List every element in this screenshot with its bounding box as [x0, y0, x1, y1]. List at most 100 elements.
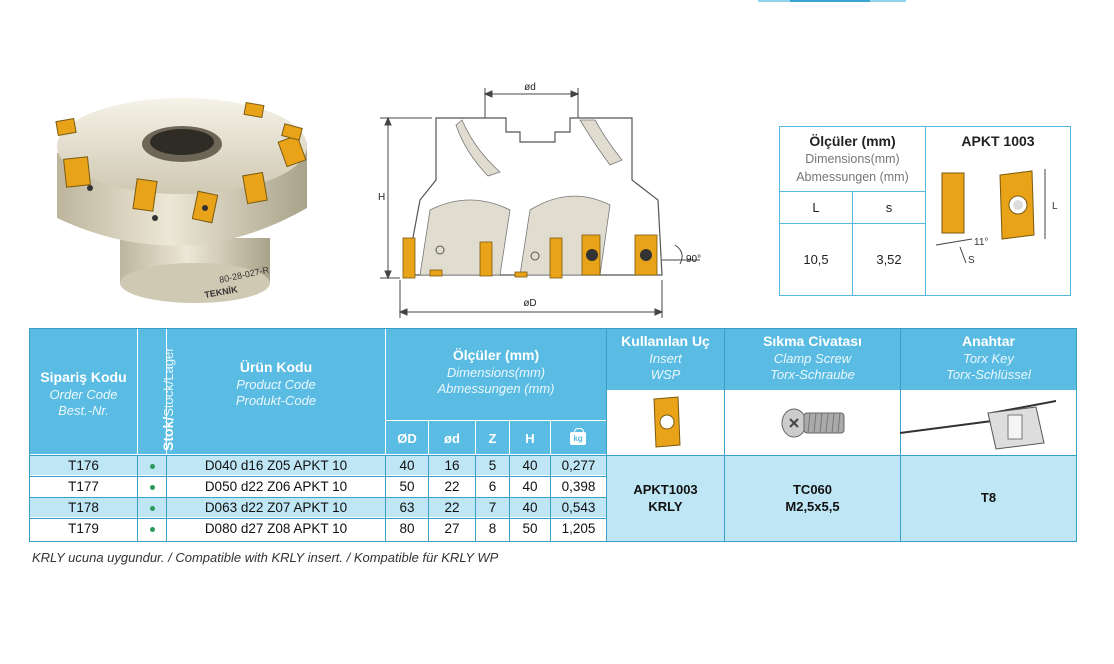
- cell-H: 40: [522, 479, 538, 494]
- key-value: T8: [980, 490, 997, 505]
- cell-H: 50: [522, 521, 538, 536]
- cell-code: T178: [68, 500, 99, 515]
- screw-en: Clamp Screw: [773, 350, 852, 366]
- key-en: Torx Key: [963, 350, 1014, 366]
- col-od-small: ød: [444, 431, 460, 446]
- insert-drawing: 11° S L: [935, 169, 1058, 266]
- dimensions-label: Ölçüler (mm): [452, 347, 540, 363]
- cell-D: 50: [399, 479, 415, 494]
- cell-product: D040 d16 Z05 APKT 10: [204, 458, 348, 473]
- in-stock-dot-icon: [150, 485, 155, 490]
- milling-cutter-photo: 80-28-027-R TEKNİK: [55, 98, 307, 303]
- insert-en: Insert: [649, 350, 682, 366]
- stock-indicator: [138, 498, 166, 517]
- screw-value-cell: TC060 M2,5x5,5: [725, 456, 900, 541]
- insert-value-2: KRLY: [648, 499, 683, 514]
- cell-d: 16: [444, 458, 460, 473]
- insert-image: [653, 396, 681, 448]
- table-row: T179 D080 d27 Z08 APKT 10 80 27 8 50 1,205: [30, 519, 606, 538]
- cell-D: 63: [399, 500, 415, 515]
- cell-code: T179: [68, 521, 99, 536]
- stock-indicator: [138, 456, 166, 475]
- product-code-label: Ürün Kodu: [239, 359, 313, 375]
- dim-h: H: [378, 192, 385, 203]
- clamp-screw-image: [781, 408, 845, 438]
- key-label: Anahtar: [962, 333, 1015, 349]
- header-dimensions: Ölçüler (mm) Dimensions(mm) Abmessungen …: [386, 347, 606, 397]
- table-row: T176 D040 d16 Z05 APKT 10 40 16 5 40 0,277: [30, 456, 606, 475]
- order-code-de: Best.-Nr.: [58, 402, 109, 418]
- cell-D: 40: [399, 458, 415, 473]
- top-accent-bar-dark: [790, 0, 870, 2]
- col-z: Z: [488, 431, 497, 446]
- cell-code: T176: [68, 458, 99, 473]
- weight-icon: kg: [570, 428, 586, 446]
- insert-s-mark: S: [968, 255, 975, 266]
- dimensions-de: Abmessungen (mm): [437, 380, 555, 396]
- stock-label: Stok/: [160, 416, 176, 451]
- torx-key-image: [899, 400, 1057, 450]
- cell-d: 27: [444, 521, 460, 536]
- dim-od-big: øD: [523, 298, 536, 309]
- in-stock-dot-icon: [150, 527, 155, 532]
- cell-d: 22: [444, 479, 460, 494]
- cell-product: D050 d22 Z06 APKT 10: [204, 479, 348, 494]
- insert-value-cell: APKT1003 KRLY: [607, 456, 724, 541]
- header-clamp-screw: Sıkma Civatası Clamp Screw Torx-Schraube: [725, 333, 900, 383]
- screw-value-1: TC060: [792, 482, 833, 497]
- dimensions-en: Dimensions(mm): [446, 364, 546, 380]
- key-de: Torx-Schlüssel: [946, 366, 1031, 382]
- spec-col-s: s: [885, 200, 893, 215]
- cell-H: 40: [522, 500, 538, 515]
- cell-Z: 8: [488, 521, 497, 536]
- in-stock-dot-icon: [150, 464, 155, 469]
- insert-value-1: APKT1003: [633, 482, 698, 497]
- table-row: T178 D063 d22 Z07 APKT 10 63 22 7 40 0,543: [30, 498, 606, 517]
- header-torx-key: Anahtar Torx Key Torx-Schlüssel: [901, 333, 1076, 383]
- header-order-code: Sipariş Kodu Order Code Best.-Nr.: [30, 369, 137, 419]
- spec-val-l: 10,5: [803, 252, 829, 267]
- cell-H: 40: [522, 458, 538, 473]
- dim-od-small: ød: [524, 82, 536, 93]
- spec-val-s: 3,52: [876, 252, 902, 267]
- dim-angle: 90°: [686, 254, 701, 265]
- product-table: Sipariş Kodu Order Code Best.-Nr. Stok/S…: [29, 328, 1077, 542]
- cell-w: 1,205: [561, 521, 596, 536]
- cell-Z: 7: [488, 500, 497, 515]
- table-row: T177 D050 d22 Z06 APKT 10 50 22 6 40 0,398: [30, 477, 606, 496]
- cell-w: 0,543: [561, 500, 596, 515]
- insert-l-mark: L: [1052, 201, 1058, 212]
- header-product-code: Ürün Kodu Product Code Produkt-Code: [167, 359, 385, 409]
- cell-Z: 5: [488, 458, 497, 473]
- insert-title: APKT 1003: [961, 133, 1035, 149]
- cell-Z: 6: [488, 479, 497, 494]
- insert-spec-box: Ölçüler (mm) Dimensions(mm) Abmessungen …: [779, 126, 1071, 296]
- stock-indicator: [138, 477, 166, 496]
- cell-code: T177: [68, 479, 99, 494]
- footnote: KRLY ucuna uygundur. / Compatible with K…: [32, 550, 499, 565]
- product-code-en: Product Code: [236, 376, 316, 392]
- cell-d: 22: [444, 500, 460, 515]
- insert-angle: 11°: [974, 237, 988, 248]
- spec-sub1: Dimensions(mm): [805, 152, 900, 166]
- insert-de: WSP: [650, 366, 681, 382]
- screw-value-2: M2,5x5,5: [785, 499, 840, 514]
- col-od-big: ØD: [397, 431, 417, 446]
- col-h: H: [525, 431, 535, 446]
- key-value-cell: T8: [901, 456, 1076, 541]
- in-stock-dot-icon: [150, 506, 155, 511]
- insert-label: Kullanılan Uç: [621, 333, 710, 349]
- order-code-label: Sipariş Kodu: [40, 369, 127, 385]
- cell-w: 0,277: [561, 458, 596, 473]
- cell-D: 80: [399, 521, 415, 536]
- cell-product: D080 d27 Z08 APKT 10: [204, 521, 348, 536]
- product-code-de: Produkt-Code: [235, 392, 317, 408]
- cell-product: D063 d22 Z07 APKT 10: [204, 500, 348, 515]
- spec-col-l: L: [812, 200, 820, 215]
- header-insert: Kullanılan Uç Insert WSP: [607, 333, 724, 383]
- stock-indicator: [138, 519, 166, 538]
- cell-w: 0,398: [561, 479, 596, 494]
- order-code-en: Order Code: [49, 386, 118, 402]
- technical-drawing: ød H øD 90°: [378, 82, 701, 318]
- spec-title: Ölçüler (mm): [809, 133, 896, 149]
